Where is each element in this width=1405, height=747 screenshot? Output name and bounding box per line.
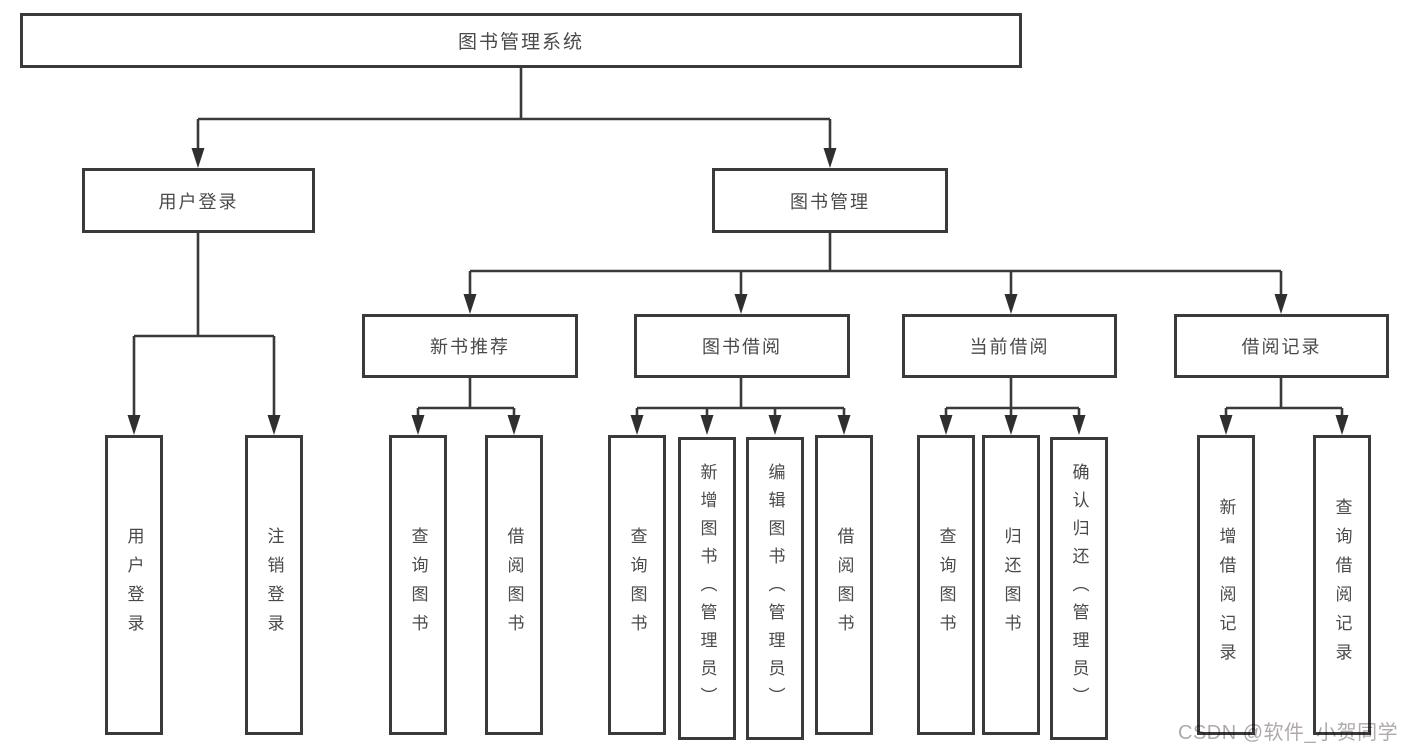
watermark: CSDN @软件_小贺同学 <box>1178 722 1399 744</box>
node-leaf-return-books: 归还图书 <box>982 435 1040 735</box>
node-new-book-recommend: 新书推荐 <box>362 314 578 378</box>
node-leaf-confirm-return-admin: 确认归还（管理员） <box>1050 437 1108 740</box>
node-root: 图书管理系统 <box>20 13 1022 68</box>
node-leaf-borrow-books-1: 借阅图书 <box>485 435 543 735</box>
node-current-borrowing: 当前借阅 <box>902 314 1117 378</box>
node-book-borrowing: 图书借阅 <box>634 314 850 378</box>
node-leaf-query-books-2: 查询图书 <box>608 435 666 735</box>
node-leaf-user-login: 用户登录 <box>105 435 163 735</box>
node-user-login: 用户登录 <box>82 168 315 233</box>
node-leaf-query-books-1: 查询图书 <box>389 435 447 735</box>
node-book-management: 图书管理 <box>712 168 948 233</box>
node-leaf-query-borrow-record: 查询借阅记录 <box>1313 435 1371 735</box>
node-leaf-edit-books-admin: 编辑图书（管理员） <box>746 437 804 740</box>
node-leaf-add-borrow-record: 新增借阅记录 <box>1197 435 1255 735</box>
node-borrow-records: 借阅记录 <box>1174 314 1389 378</box>
node-leaf-query-books-3: 查询图书 <box>917 435 975 735</box>
arrowheads <box>127 148 1349 435</box>
node-leaf-borrow-books-2: 借阅图书 <box>815 435 873 735</box>
node-leaf-logout: 注销登录 <box>245 435 303 735</box>
node-leaf-add-books-admin: 新增图书（管理员） <box>678 437 736 740</box>
